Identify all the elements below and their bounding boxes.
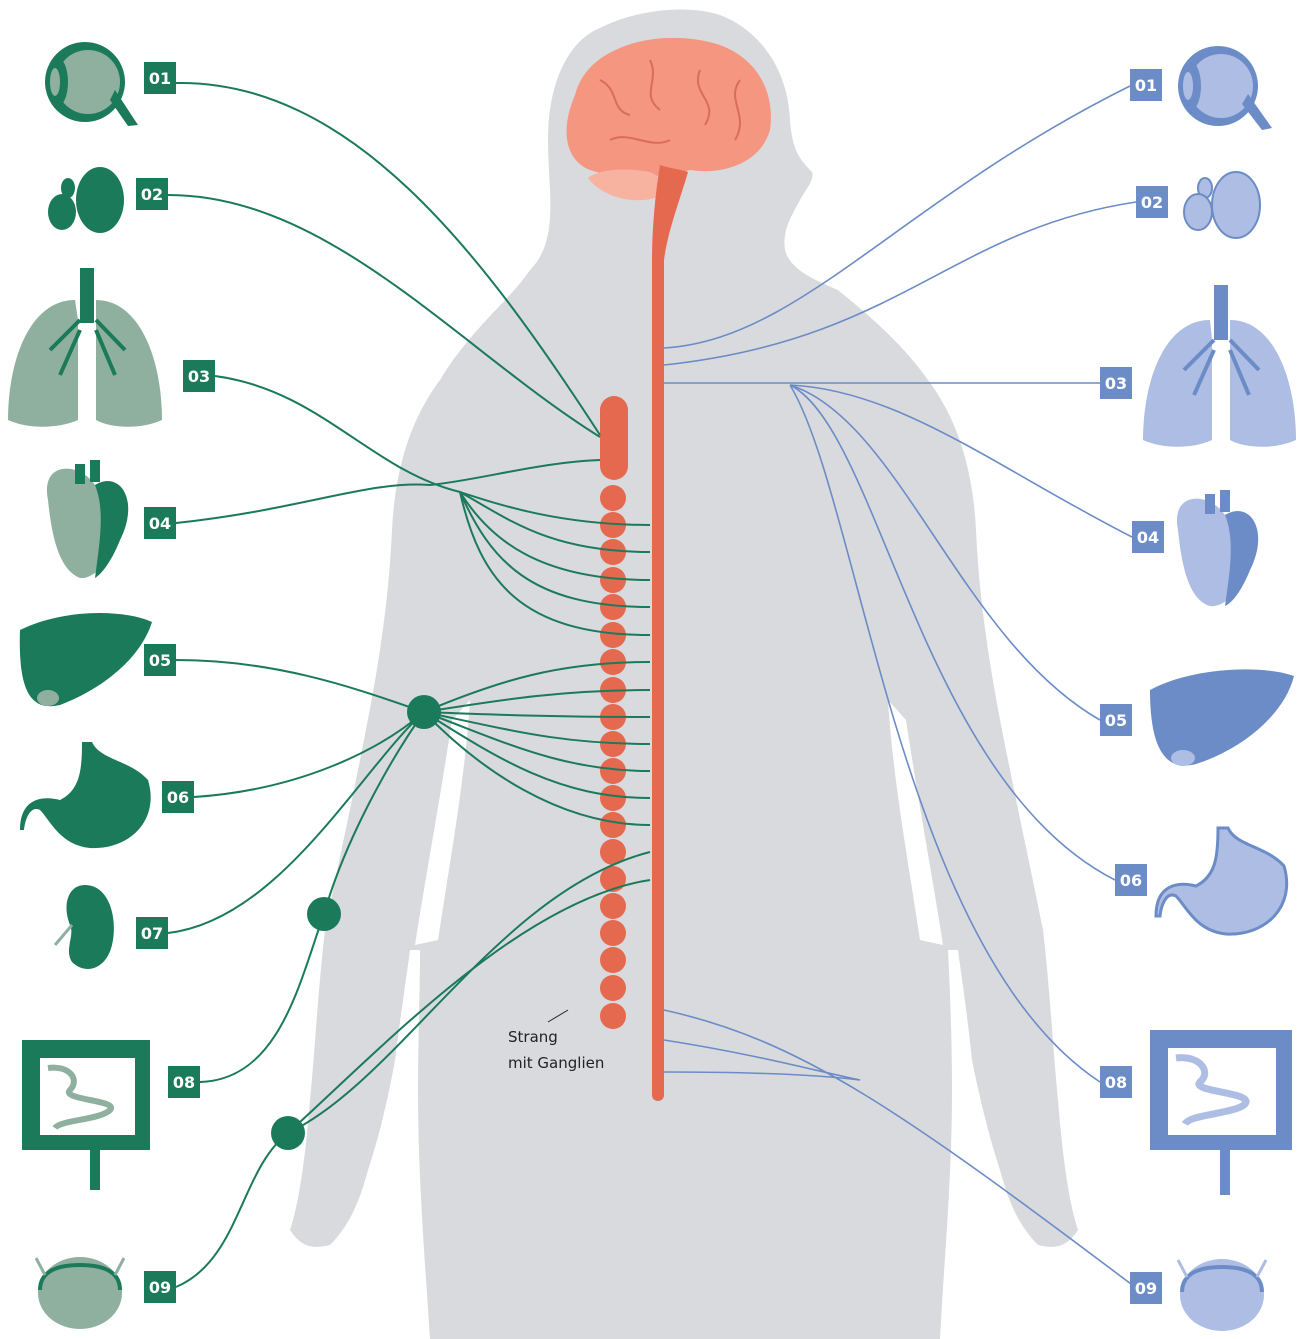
svg-text:04: 04 bbox=[149, 514, 171, 533]
svg-text:08: 08 bbox=[173, 1073, 195, 1092]
eye-icon bbox=[45, 42, 138, 126]
svg-text:02: 02 bbox=[1141, 193, 1163, 212]
svg-text:02: 02 bbox=[141, 185, 163, 204]
svg-text:06: 06 bbox=[1120, 871, 1142, 890]
kidney-icon bbox=[55, 885, 114, 969]
badge-right-06: 06 bbox=[1115, 864, 1147, 896]
heart-icon bbox=[1177, 490, 1258, 606]
salivary-gland-icon bbox=[1184, 172, 1260, 238]
badge-right-05: 05 bbox=[1100, 704, 1132, 736]
stomach-icon bbox=[1156, 828, 1287, 934]
badge-left-09: 09 bbox=[144, 1271, 176, 1303]
svg-text:08: 08 bbox=[1105, 1073, 1127, 1092]
annotation-line-1: Strang bbox=[508, 1028, 558, 1046]
annotation-line-2: mit Ganglien bbox=[508, 1054, 604, 1072]
svg-text:03: 03 bbox=[188, 367, 210, 386]
liver-icon bbox=[20, 613, 152, 706]
svg-text:05: 05 bbox=[149, 651, 171, 670]
badge-right-04: 04 bbox=[1132, 521, 1164, 553]
lungs-icon bbox=[1143, 285, 1296, 447]
svg-text:09: 09 bbox=[149, 1278, 171, 1297]
badge-left-07: 07 bbox=[136, 917, 168, 949]
svg-text:01: 01 bbox=[149, 69, 171, 88]
svg-text:03: 03 bbox=[1105, 374, 1127, 393]
intestine-icon bbox=[1150, 1030, 1292, 1195]
liver-icon bbox=[1150, 669, 1294, 766]
badge-right-08: 08 bbox=[1100, 1066, 1132, 1098]
eye-icon bbox=[1178, 46, 1272, 130]
ganglion-chain bbox=[600, 396, 628, 1029]
svg-text:04: 04 bbox=[1137, 528, 1159, 547]
badge-right-03: 03 bbox=[1100, 367, 1132, 399]
svg-text:09: 09 bbox=[1135, 1279, 1157, 1298]
svg-text:06: 06 bbox=[167, 788, 189, 807]
stomach-icon bbox=[20, 742, 151, 848]
badge-left-01: 01 bbox=[144, 62, 176, 94]
svg-text:07: 07 bbox=[141, 924, 163, 943]
badge-right-01: 01 bbox=[1130, 69, 1162, 101]
badge-left-05: 05 bbox=[144, 644, 176, 676]
svg-text:05: 05 bbox=[1105, 711, 1127, 730]
badge-left-02: 02 bbox=[136, 178, 168, 210]
lungs-icon bbox=[8, 268, 162, 427]
badge-right-02: 02 bbox=[1136, 186, 1168, 218]
badge-left-03: 03 bbox=[183, 360, 215, 392]
heart-icon bbox=[47, 460, 128, 578]
salivary-gland-icon bbox=[48, 167, 124, 233]
intestine-icon bbox=[22, 1040, 150, 1190]
badge-left-08: 08 bbox=[168, 1066, 200, 1098]
svg-text:01: 01 bbox=[1135, 76, 1157, 95]
body-silhouette bbox=[290, 9, 1078, 1339]
badge-right-09: 09 bbox=[1130, 1272, 1162, 1304]
badge-left-06: 06 bbox=[162, 781, 194, 813]
badge-left-04: 04 bbox=[144, 507, 176, 539]
bladder-icon bbox=[1178, 1259, 1266, 1331]
bladder-icon bbox=[36, 1257, 124, 1329]
